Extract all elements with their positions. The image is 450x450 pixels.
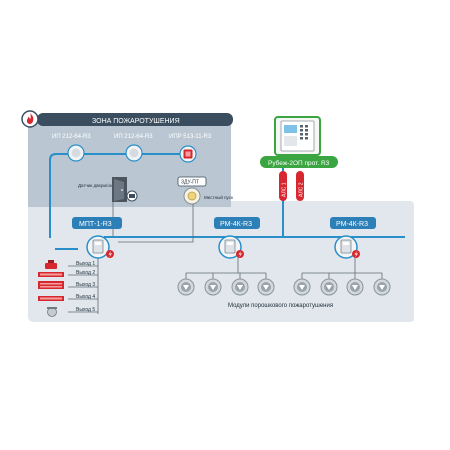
powder-module-icon	[320, 273, 338, 296]
detector-label-3: ИПР 513-11-R3	[169, 134, 212, 140]
module-rm2-label: РМ-4К-R3	[336, 221, 368, 228]
powder-module-icon	[177, 273, 195, 296]
valve-icon	[47, 307, 57, 317]
bus-tag-1: АЛС 1	[279, 171, 288, 201]
light-board-2	[38, 281, 64, 289]
siren-icon	[45, 260, 57, 269]
module-mpt-label: МПТ-1-R3	[79, 221, 112, 228]
powder-modules	[177, 273, 391, 296]
output-label-4: Выход 4	[76, 294, 95, 300]
module-device-mpt	[86, 235, 114, 259]
controller-unit: Рубеж-2ОП прот. R3	[260, 116, 338, 168]
smoke-detector-2: ИП 212-64-R3	[114, 134, 153, 162]
bus-tag-1-label: АЛС 1	[282, 182, 288, 197]
local-start-label: Местный пуск	[204, 194, 233, 200]
local-start-device-label: ЗДУ-ПТ	[181, 180, 199, 186]
module-rm1-label: РМ-4К-R3	[220, 221, 252, 228]
controller-label: Рубеж-2ОП прот. R3	[268, 159, 330, 167]
door-sensor-label: Датчик двери/окна	[78, 183, 117, 188]
output-label-1: Выход 1	[76, 261, 95, 267]
output-label-5: Выход 5	[76, 307, 95, 313]
powder-module-icon	[257, 273, 275, 296]
door-sensor-icon	[126, 190, 138, 202]
module-tag-mpt: МПТ-1-R3	[72, 217, 122, 229]
module-tag-rm2: РМ-4К-R3	[330, 217, 376, 229]
output-label-3: Выход 3	[76, 282, 95, 288]
powder-module-icon	[231, 273, 249, 296]
system-panel	[28, 201, 414, 322]
bus-tag-2-label: АЛС 2	[299, 182, 305, 197]
bus-tag-2: АЛС 2	[296, 171, 305, 201]
smoke-detector-1: ИП 212-64-R3	[52, 134, 91, 162]
powder-module-icon	[204, 273, 222, 296]
door-sensor: Датчик двери/окна	[78, 177, 138, 202]
output-labels: Выход 1 Выход 2 Выход 3 Выход 4 Выход 5	[76, 261, 95, 313]
light-board-1	[38, 272, 64, 277]
module-tag-rm1: РМ-4К-R3	[214, 217, 260, 229]
zone-title: ЗОНА ПОЖАРОТУШЕНИЯ	[92, 118, 180, 125]
fire-icon	[21, 110, 39, 128]
lightning-icon	[352, 250, 360, 258]
lightning-icon	[236, 250, 244, 258]
output-label-2: Выход 2	[76, 270, 95, 276]
powder-module-icon	[373, 273, 391, 296]
powder-module-icon	[293, 273, 311, 296]
lightning-icon	[106, 250, 114, 258]
light-board-3	[38, 296, 64, 301]
local-start-device: ЗДУ-ПТ Местный пуск	[177, 176, 233, 205]
powder-modules-caption: Модули порошкового пожаротушения	[228, 303, 333, 309]
detector-label-2: ИП 212-64-R3	[114, 134, 153, 140]
module-device-rm1	[218, 235, 244, 259]
manual-call-point: ИПР 513-11-R3	[169, 134, 212, 163]
module-device-rm2	[334, 235, 360, 259]
zone-header: ЗОНА ПОЖАРОТУШЕНИЯ	[37, 113, 233, 126]
detector-label-1: ИП 212-64-R3	[52, 134, 91, 140]
powder-module-icon	[346, 273, 364, 296]
